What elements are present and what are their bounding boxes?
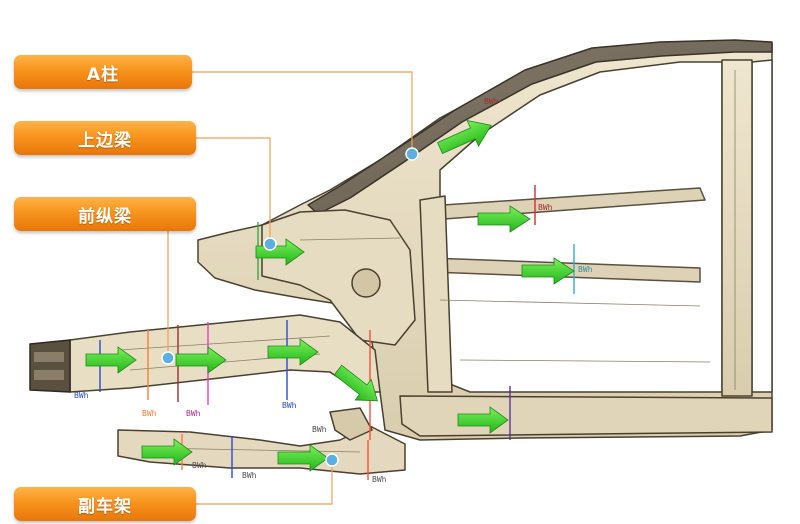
load-path-arrow bbox=[255, 238, 305, 266]
detail-line bbox=[439, 299, 701, 307]
load-path-arrows bbox=[85, 120, 575, 472]
shock-tower bbox=[261, 209, 416, 346]
callout-subframe: 副车架 bbox=[14, 487, 196, 521]
frame-code: BWh bbox=[538, 203, 553, 212]
frame-code: BWh bbox=[578, 265, 593, 274]
anchor-marker-front-rail bbox=[161, 351, 175, 365]
detail-line bbox=[119, 335, 331, 351]
frame-code: BWh bbox=[312, 425, 327, 434]
anchor-markers bbox=[161, 147, 419, 467]
frame-code: BWh bbox=[372, 475, 387, 484]
anchor-marker-subframe bbox=[325, 453, 339, 467]
callout-upper-rail-label: 上边梁 bbox=[78, 130, 132, 151]
front-longitudinal-rail bbox=[69, 314, 381, 393]
load-path-arrow bbox=[457, 406, 509, 434]
callout-front-rail-label: 前纵梁 bbox=[78, 206, 132, 227]
b-pillar bbox=[721, 59, 753, 397]
callout-a-pillar-label: A柱 bbox=[86, 64, 120, 85]
frame-code: BWh bbox=[282, 401, 297, 410]
frame-code: BWh bbox=[186, 409, 201, 418]
load-path-arrow bbox=[175, 346, 227, 374]
subframe-mount bbox=[329, 407, 373, 441]
load-path-arrow bbox=[477, 205, 531, 233]
front-crash-box bbox=[29, 339, 71, 393]
detail-line bbox=[299, 237, 401, 241]
a-pillar-dark-edge bbox=[307, 39, 773, 215]
frame-code: BWh bbox=[484, 97, 499, 106]
frame-code: BWh bbox=[142, 409, 157, 418]
strut-mount-hole bbox=[351, 268, 381, 298]
callout-upper-rail: 上边梁 bbox=[14, 121, 196, 155]
rocker-sill bbox=[399, 395, 773, 437]
crash-box-detail bbox=[34, 352, 64, 362]
load-path-arrow bbox=[277, 444, 329, 472]
load-path-arrow bbox=[521, 257, 575, 285]
front-door-opening bbox=[439, 61, 723, 393]
detail-line bbox=[459, 359, 711, 363]
callout-subframe-label: 副车架 bbox=[78, 496, 132, 517]
door-hinge-pillar bbox=[419, 195, 453, 393]
load-path-arrow bbox=[267, 338, 319, 366]
anchor-marker-a-pillar bbox=[405, 147, 419, 161]
frame-code: BWh bbox=[74, 391, 89, 400]
rear-door-opening bbox=[751, 59, 773, 393]
frame-code: BWh bbox=[242, 471, 257, 480]
load-path-arrow bbox=[437, 120, 492, 155]
load-path-arrow bbox=[333, 364, 378, 402]
callout-a-pillar: A柱 bbox=[14, 55, 192, 89]
leader-upper-rail bbox=[196, 137, 271, 242]
load-path-arrow bbox=[85, 346, 137, 374]
load-path-arrow bbox=[141, 438, 193, 466]
leader-a-pillar bbox=[190, 71, 413, 152]
anchor-marker-upper-rail bbox=[263, 237, 277, 251]
frame-code: BWh bbox=[192, 461, 207, 470]
crash-box-detail-2 bbox=[34, 370, 64, 380]
callout-front-rail: 前纵梁 bbox=[14, 197, 196, 231]
leader-subframe bbox=[196, 462, 333, 505]
frame-code-labels: BWh BWh BWh BWh BWh BWh BWh BWh BWh BWh … bbox=[74, 97, 593, 484]
